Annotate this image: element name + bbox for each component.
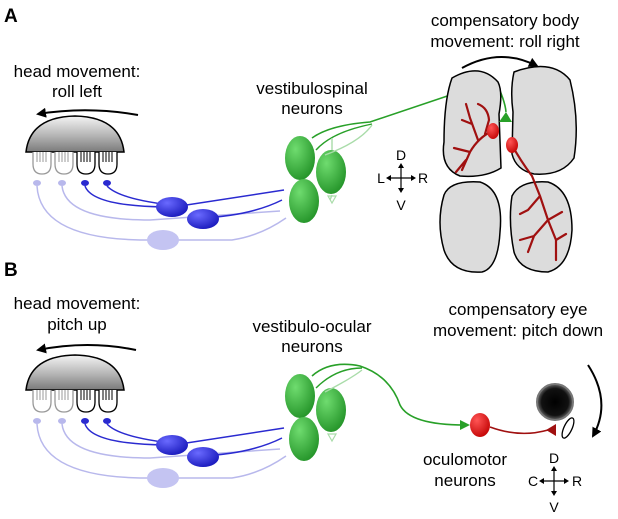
hair-cell	[32, 390, 52, 413]
afferent-axon	[106, 185, 285, 207]
vestibulo-ocular-neuron	[316, 388, 346, 432]
afferent-neuron	[187, 447, 219, 467]
afferent-axon	[36, 185, 287, 241]
synapse	[33, 180, 41, 186]
head-movement-label-line1: head movement:	[14, 62, 141, 81]
afferent-neuron-faint	[147, 230, 179, 250]
synapse	[81, 418, 89, 424]
vestibulospinal-axon	[311, 79, 507, 139]
axis-label-v: V	[549, 499, 559, 515]
panel-b: B head movement: pitch up	[4, 260, 603, 515]
panel-a: A head movement: roll left	[4, 6, 580, 273]
pitch-down-arrow	[587, 364, 603, 438]
axis-label-v: V	[396, 197, 406, 213]
afferent-neuron	[187, 209, 219, 229]
head-movement-b-label-line2: pitch up	[47, 315, 107, 334]
synapse-triangle	[546, 424, 556, 436]
synapse-triangle	[460, 420, 470, 430]
vestibulo-ocular-axon	[311, 363, 466, 426]
vestibulospinal-neurons	[285, 136, 346, 223]
cupula	[25, 354, 125, 391]
hair-cell	[54, 390, 74, 413]
vestibulospinal-neuron	[316, 150, 346, 194]
axis-compass-a: D V L R	[377, 147, 428, 213]
axis-compass-b: D V C R	[528, 450, 582, 515]
hair-cell-organ	[25, 115, 125, 186]
motor-neuron	[487, 123, 499, 139]
hair-cell	[54, 152, 74, 175]
axis-label-l: L	[377, 170, 385, 186]
roll-right-arrow	[461, 56, 539, 69]
afferent-axon	[61, 185, 281, 221]
motor-dendrites	[452, 102, 568, 262]
motor-neuron	[506, 137, 518, 153]
synapse	[103, 418, 111, 424]
vestibulo-ocular-neuron	[289, 417, 319, 461]
synapse	[58, 180, 66, 186]
panel-letter-a: A	[4, 6, 18, 27]
hair-cell	[76, 390, 96, 413]
pitch-up-arrow	[36, 343, 137, 354]
eye-muscle	[561, 417, 575, 439]
panel-letter-b: B	[4, 260, 18, 281]
vestibulo-ocular-neurons	[285, 374, 346, 461]
afferent-axon	[61, 423, 281, 459]
vestibulospinal-label-line1: vestibulospinal	[256, 79, 368, 98]
axis-label-r: R	[418, 170, 428, 186]
head-movement-label-line2: roll left	[52, 82, 102, 101]
axis-label-r: R	[572, 473, 582, 489]
hair-cell	[76, 152, 96, 175]
axis-label-d: D	[396, 147, 406, 163]
hair-cell	[32, 152, 52, 175]
oculomotor-label-line1: oculomotor	[423, 450, 507, 469]
afferent-neuron-faint	[147, 468, 179, 488]
faint-axon	[324, 369, 363, 393]
faint-synapse	[326, 195, 338, 205]
afferent-axon	[106, 423, 285, 445]
afferent-axon	[36, 423, 287, 479]
synapse	[103, 180, 111, 186]
synapse	[81, 180, 89, 186]
afferent-neuron	[156, 197, 188, 217]
hair-cell	[98, 152, 118, 175]
synapse	[58, 418, 66, 424]
oculomotor-label-line2: neurons	[434, 471, 495, 490]
vestibulospinal-neuron	[285, 136, 315, 180]
vestibulo-ocular-neuron	[285, 374, 315, 418]
vestibulo-ocular-label-line2: neurons	[281, 337, 342, 356]
cupula	[25, 115, 125, 153]
head-movement-b-label-line1: head movement:	[14, 294, 141, 313]
axis-label-c: C	[528, 473, 538, 489]
compensatory-eye-label-line2: movement: pitch down	[433, 321, 603, 340]
eye	[536, 383, 575, 439]
oculomotor-axon	[489, 426, 549, 435]
afferent-neuron	[156, 435, 188, 455]
synapse-triangle	[499, 112, 512, 122]
vestibulo-ocular-label-line1: vestibulo-ocular	[252, 317, 371, 336]
hair-cell	[98, 390, 118, 413]
compensatory-eye-label-line1: compensatory eye	[449, 300, 588, 319]
vestibulospinal-neuron	[289, 179, 319, 223]
hair-cell-organ-b	[25, 354, 125, 424]
axis-label-d: D	[549, 450, 559, 466]
vestibulospinal-label-line2: neurons	[281, 99, 342, 118]
faint-axon	[324, 124, 373, 156]
faint-synapse	[326, 433, 338, 443]
compensatory-body-label-line1: compensatory body	[431, 11, 580, 30]
oculomotor-neuron	[470, 413, 490, 437]
synapse	[33, 418, 41, 424]
compensatory-body-label-line2: movement: roll right	[430, 32, 580, 51]
eyeball	[536, 383, 574, 421]
roll-left-arrow	[36, 107, 139, 118]
